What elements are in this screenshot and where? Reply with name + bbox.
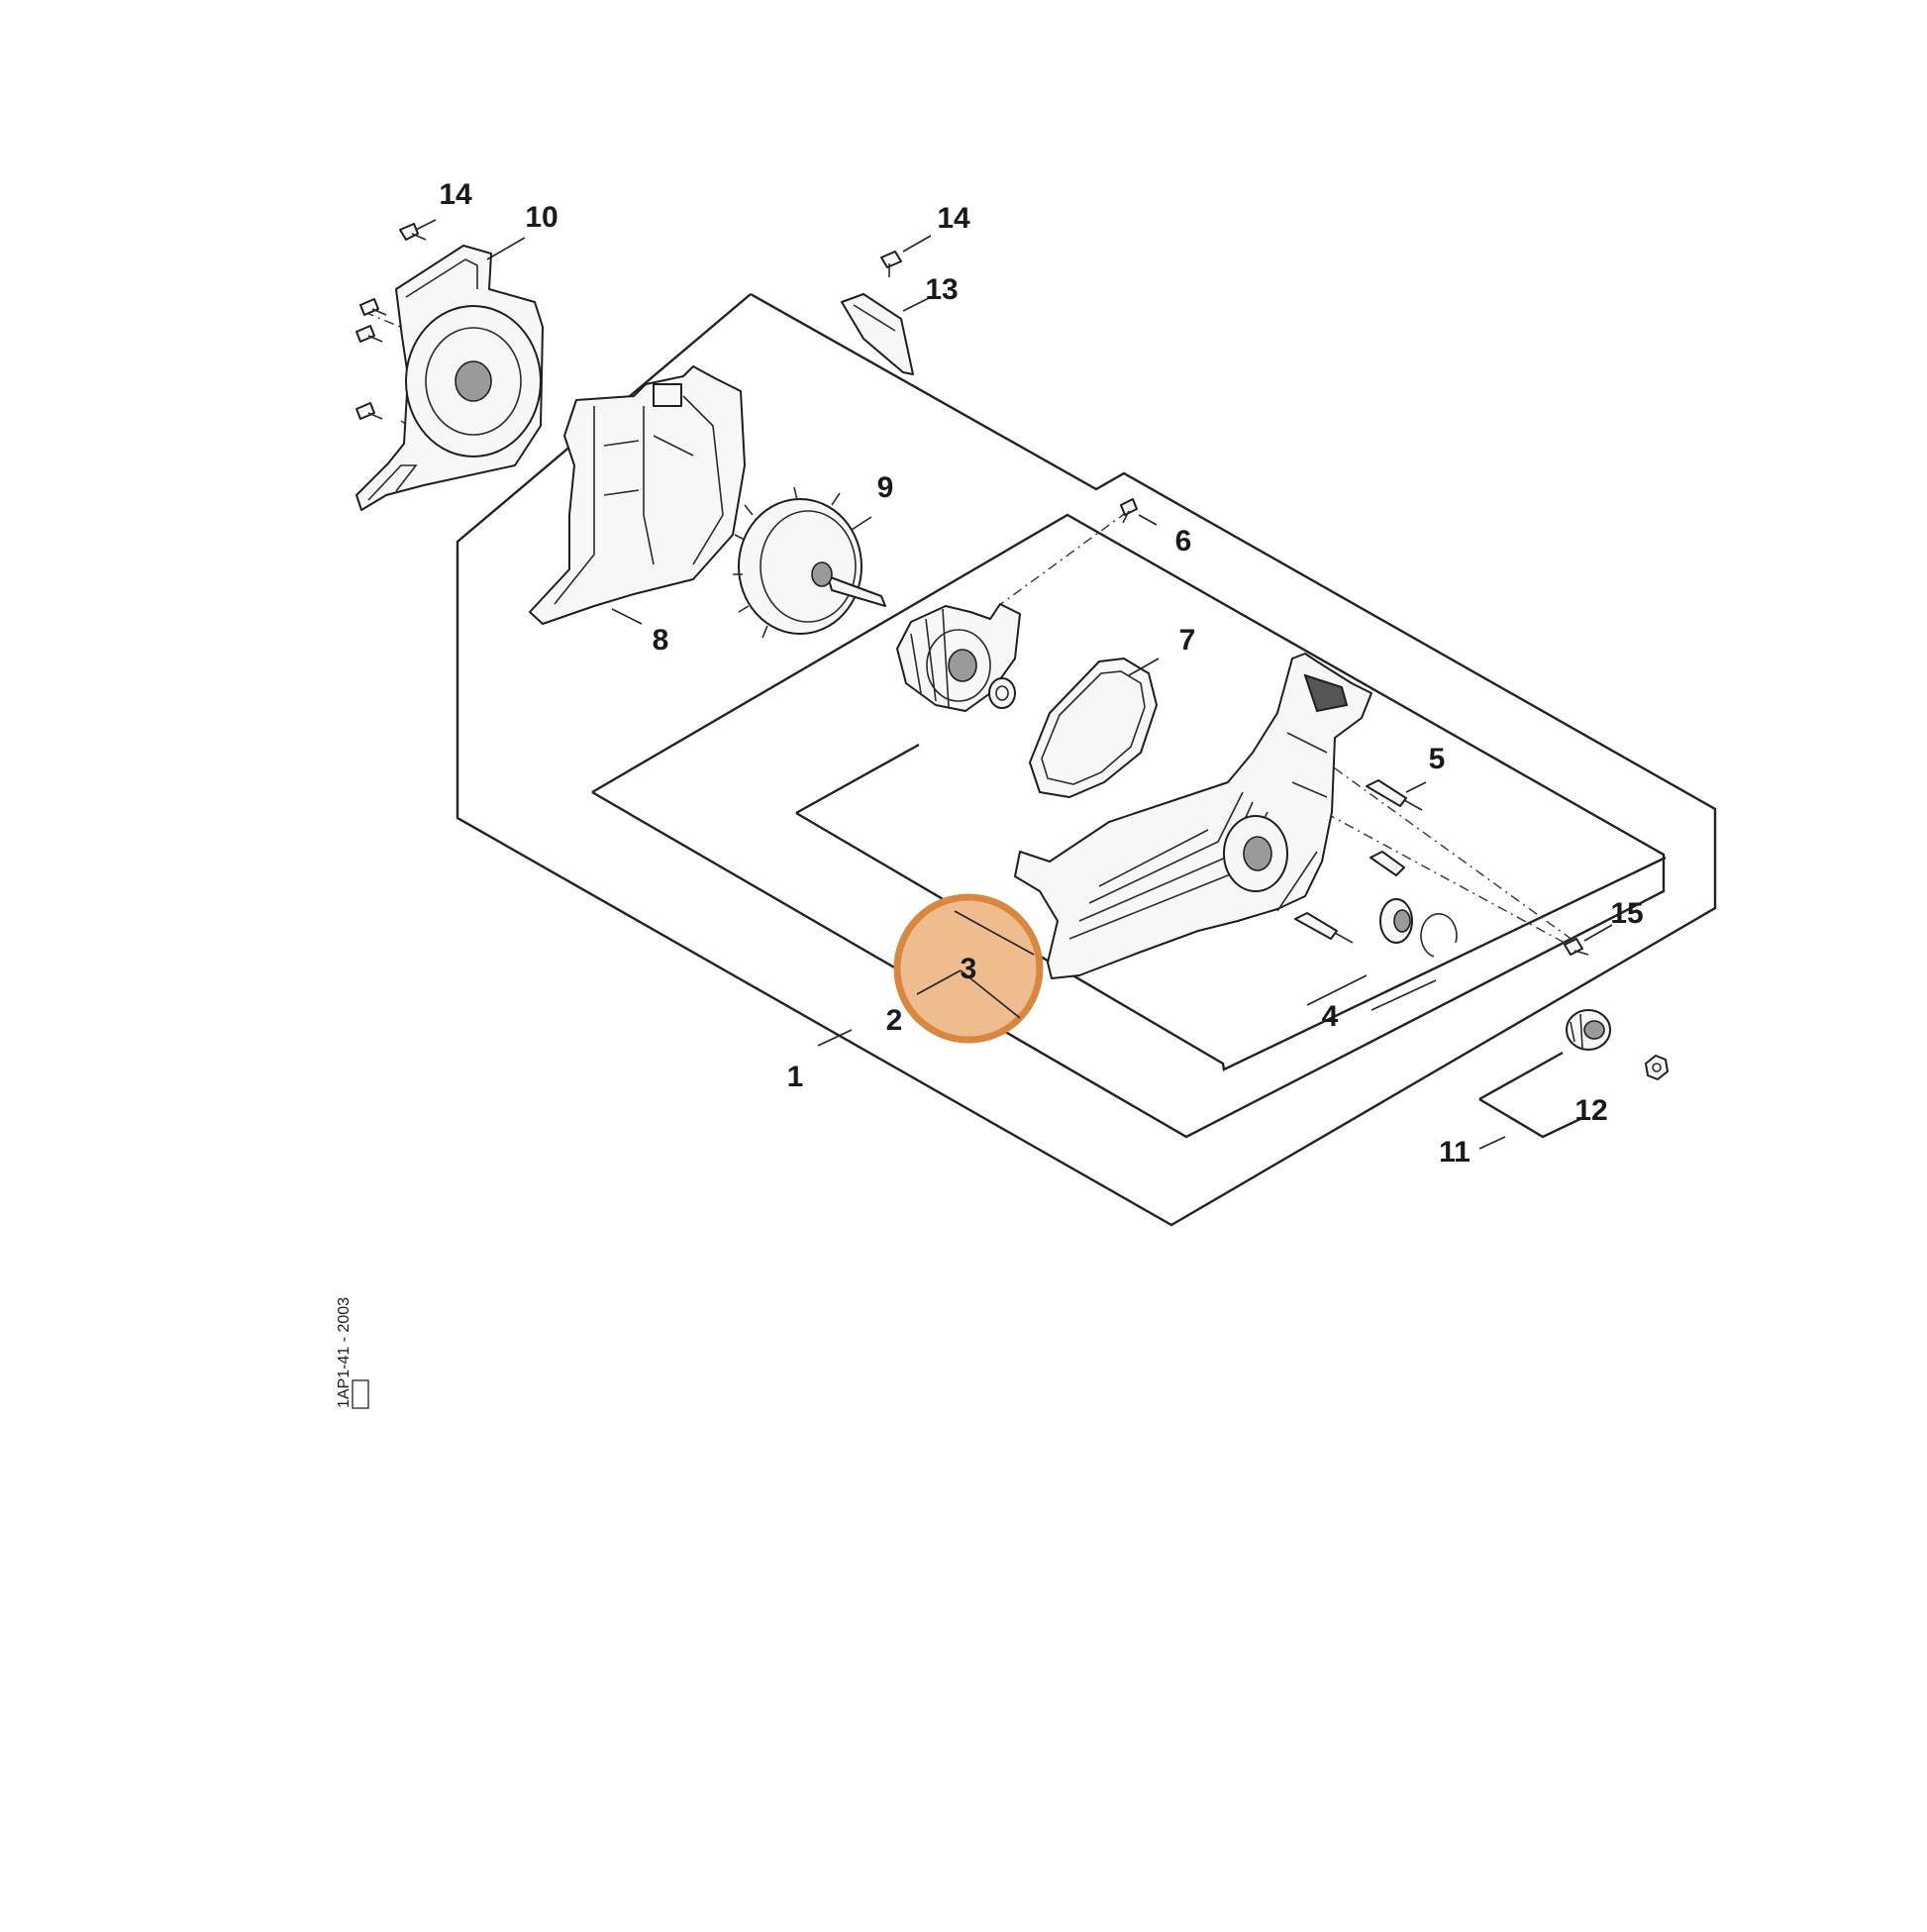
seal-ring-part	[988, 677, 1016, 709]
frame-group-11	[1478, 1051, 1585, 1139]
callout-7[interactable]: 7	[1179, 624, 1196, 657]
callout-5[interactable]: 5	[1429, 743, 1446, 775]
callout-13[interactable]: 13	[925, 273, 958, 306]
frame-group-2	[591, 513, 1666, 1139]
crankcase-part	[1014, 653, 1372, 979]
screw-6-part	[1120, 498, 1138, 524]
callout-3[interactable]: 3	[961, 953, 977, 985]
callout-11[interactable]: 11	[1439, 1136, 1471, 1169]
gasket-part	[1029, 658, 1158, 798]
stud-5-lower	[1294, 912, 1354, 944]
fan-wheel-part	[733, 486, 886, 639]
callout-6[interactable]: 6	[1175, 525, 1192, 558]
plug-11-part	[1566, 1009, 1611, 1051]
callout-9[interactable]: 9	[877, 471, 894, 504]
callout-10[interactable]: 10	[525, 201, 558, 234]
callout-15[interactable]: 15	[1610, 897, 1643, 930]
callout-labels: 1 2 3 4 5 6 7 8 9 10 11 12 13 14 14 15	[439, 178, 1643, 1169]
screw-14-top-right	[880, 251, 902, 277]
drum-assembly-part	[896, 603, 1021, 712]
screw-14-top-left	[399, 223, 427, 241]
drawing-code: 1AP1-41 - 2003	[336, 1297, 369, 1409]
callout-8[interactable]: 8	[653, 624, 669, 657]
callout-12[interactable]: 12	[1574, 1094, 1607, 1127]
screw-15-part	[1564, 938, 1589, 956]
stud-5-upper	[1366, 779, 1423, 811]
callout-14-right[interactable]: 14	[937, 202, 970, 235]
stud-5-middle	[1369, 851, 1405, 876]
callout-1[interactable]: 1	[787, 1061, 804, 1093]
callout-4[interactable]: 4	[1322, 1000, 1339, 1033]
fan-housing-cover-part	[355, 245, 544, 511]
circlip-part	[1420, 913, 1458, 958]
frame-group-1	[456, 292, 1717, 1227]
screws-housing-left	[355, 298, 387, 420]
highlight-marker[interactable]	[893, 893, 1044, 1044]
drawing-code-text: 1AP1-41 - 2003	[336, 1297, 353, 1408]
callout-14-left[interactable]: 14	[439, 178, 472, 211]
nut-12-part	[1645, 1055, 1669, 1080]
bearing-part	[1379, 898, 1413, 944]
callout-2[interactable]: 2	[886, 1004, 903, 1037]
cover-plate-part	[841, 293, 914, 375]
fan-housing-part	[529, 365, 746, 625]
